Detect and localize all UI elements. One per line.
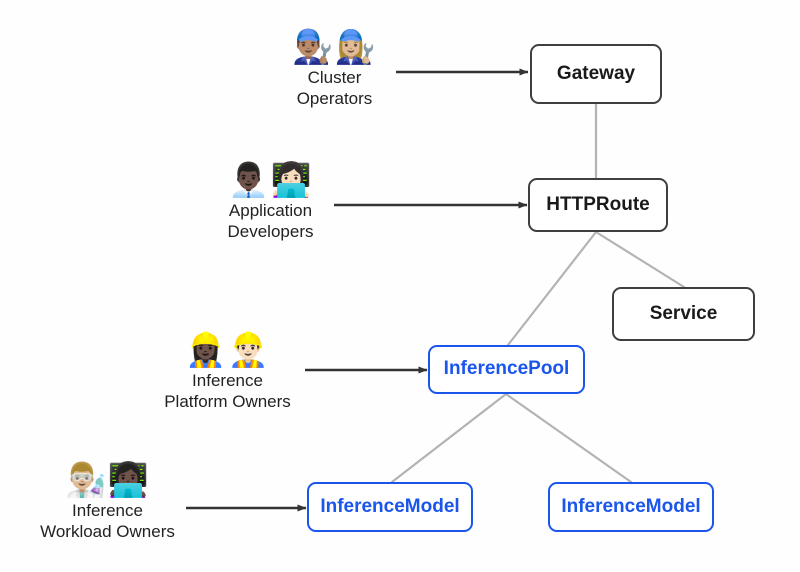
persona-cluster-operators: 👨🏽‍🔧👩🏼‍🔧Cluster Operators <box>262 30 407 109</box>
node-label: InferencePool <box>443 358 570 380</box>
edge-httproute-inferencepool <box>506 230 598 347</box>
node-inferencepool[interactable]: InferencePool <box>428 345 585 394</box>
node-httproute[interactable]: HTTPRoute <box>528 178 668 232</box>
persona-application-developers: 👨🏿‍💼👩🏻‍💻Application Developers <box>198 163 343 242</box>
persona-label: Inference Workload Owners <box>40 501 175 541</box>
node-label: InferenceModel <box>561 495 701 517</box>
node-label: InferenceModel <box>320 495 460 517</box>
persona-label: Inference Platform Owners <box>164 371 291 411</box>
node-label: Service <box>649 302 718 324</box>
connector-lines <box>390 102 686 484</box>
man-mechanic-icon: 👨🏽‍🔧👩🏼‍🔧 <box>292 27 377 66</box>
persona-label: Cluster Operators <box>296 68 373 108</box>
node-inferencemodel-left[interactable]: InferenceModel <box>307 482 473 532</box>
persona-inference-workload-owners: 👨🏼‍🔬👩🏿‍💻Inference Workload Owners <box>35 463 180 542</box>
node-inferencemodel-right[interactable]: InferenceModel <box>548 482 714 532</box>
edge-pool-model-left <box>390 392 508 484</box>
persona-inference-platform-owners: 👷🏿‍♀️👷🏻‍♂️Inference Platform Owners <box>155 333 300 412</box>
woman-construction-worker-icon: 👷🏿‍♀️👷🏻‍♂️ <box>185 330 270 369</box>
edge-httproute-service <box>594 230 686 289</box>
node-label: HTTPRoute <box>546 193 650 215</box>
node-gateway[interactable]: Gateway <box>530 44 662 104</box>
persona-label: Application Developers <box>227 201 314 241</box>
man-office-worker-icon: 👨🏿‍💼👩🏻‍💻 <box>228 160 313 199</box>
persona-arrows <box>186 68 529 512</box>
edge-pool-model-right <box>504 392 633 484</box>
scientist-icon: 👨🏼‍🔬👩🏿‍💻 <box>65 460 150 499</box>
node-label: Gateway <box>556 62 636 84</box>
node-service[interactable]: Service <box>612 287 755 341</box>
